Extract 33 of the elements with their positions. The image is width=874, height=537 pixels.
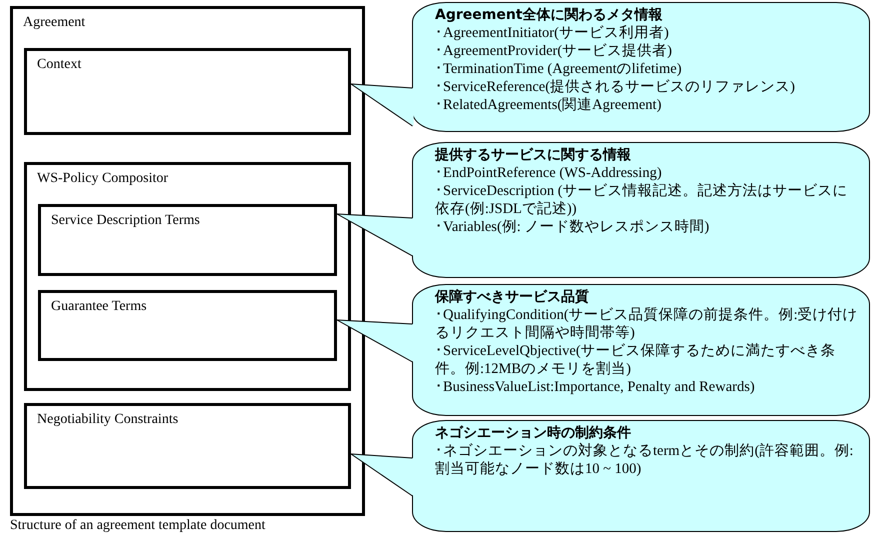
callout-item: ･Variables(例: ノード数やレスポンス時間) — [435, 218, 710, 236]
callout-item: ･BusinessValueList:Importance, Penalty and Rewards) — [435, 378, 756, 396]
section-box — [38, 204, 337, 276]
section-box — [10, 6, 365, 516]
callout-heading: 保障すべきサービス品質 — [435, 288, 590, 306]
callout-item: ･AgreementProvider(サービス提供者) — [435, 42, 674, 60]
callout-bubble — [412, 142, 870, 278]
callout-item: ･RelatedAgreements(関連Agreement) — [435, 96, 662, 114]
callout-heading: 提供するサービスに関する情報 — [435, 146, 632, 164]
box-title: Negotiability Constraints — [37, 412, 178, 428]
box-title: Agreement — [23, 15, 86, 31]
callout-item: ･TerminationTime (Agreementのlifetime) — [435, 60, 683, 78]
callout-item: ･ネゴシエーションの対象となるtermとその制約(許容範囲。例:割当可能なノード数は10 ~ 100) — [435, 442, 854, 478]
box-title: Service Description Terms — [51, 213, 200, 229]
callout-item: ･ServiceLevelQbjective(サービス保障するために満たすべき条件。例:12MBのメモリを割当) — [435, 342, 837, 378]
callout-item: ･QualifyingCondition(サービス品質保障の前提条件。例:受け付けるリクエスト間隔や時間帯等) — [435, 306, 859, 342]
section-box — [24, 162, 351, 391]
section-box — [24, 403, 351, 489]
callout-bubble — [412, 2, 870, 132]
callout-heading: Agreement全体に関わるメタ情報 — [435, 6, 664, 24]
callout-item: ･ServiceReference(提供されるサービスのリファレンス) — [435, 78, 796, 96]
callout-item: ･ServiceDescription (サービス情報記述。記述方法はサービスに依存(例:JSDLで記述)) — [435, 182, 849, 218]
callout-bubble — [412, 284, 870, 416]
section-box — [38, 290, 337, 361]
box-title: Guarantee Terms — [51, 299, 147, 315]
callout-item: ･EndPointReference (WS-Addressing) — [435, 164, 663, 182]
section-box — [24, 48, 351, 135]
callout-item: ･AgreementInitiator(サービス利用者) — [435, 24, 670, 42]
box-title: WS-Policy Compositor — [37, 171, 168, 187]
callout-heading: ネゴシエーション時の制約条件 — [435, 424, 632, 442]
box-title: Context — [37, 57, 82, 73]
caption: Structure of an agreement template document — [10, 518, 266, 534]
callout-bubble — [412, 420, 870, 532]
